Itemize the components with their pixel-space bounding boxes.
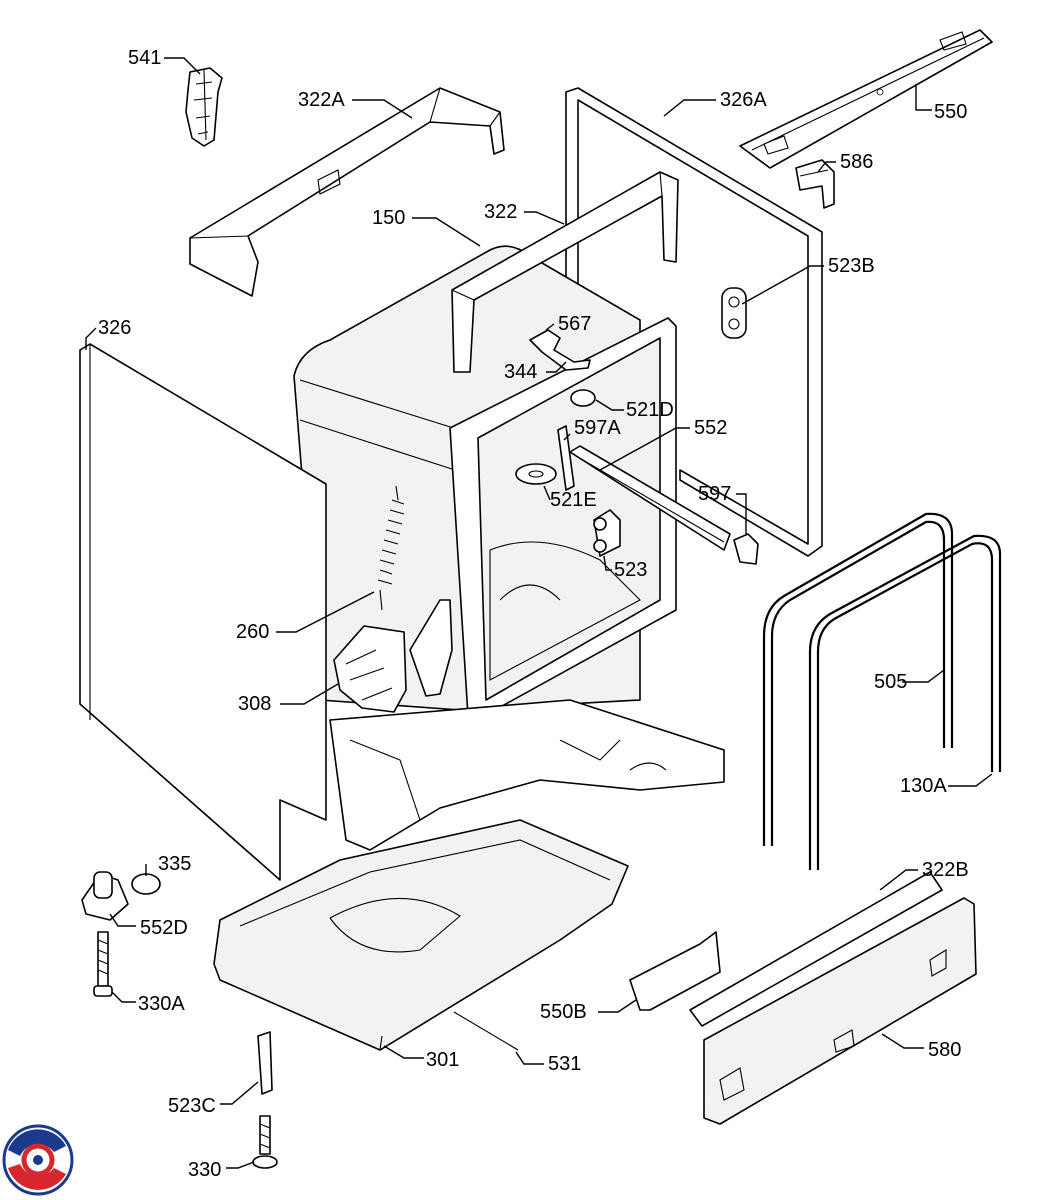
part-523b <box>721 287 747 339</box>
part-523c <box>257 1031 273 1095</box>
label-531: 531 <box>548 1053 581 1075</box>
part-531 <box>453 1011 519 1051</box>
part-521d <box>570 389 596 407</box>
tub-front-frame <box>449 317 677 717</box>
part-523 <box>593 509 621 557</box>
label-523b: 523B <box>828 255 875 277</box>
label-130a: 130A <box>900 775 947 797</box>
part-326 <box>79 343 327 881</box>
label-330: 330 <box>188 1159 221 1181</box>
label-550b: 550B <box>540 1001 587 1023</box>
label-541: 541 <box>128 47 161 69</box>
part-521e <box>515 463 557 485</box>
label-335: 335 <box>158 853 191 875</box>
label-150: 150 <box>372 207 405 229</box>
label-322b: 322B <box>922 859 969 881</box>
part-330a <box>93 931 113 997</box>
label-523c: 523C <box>168 1095 216 1117</box>
label-550: 550 <box>934 101 967 123</box>
part-130a <box>808 534 1002 870</box>
part-552d <box>81 871 129 921</box>
base-frame <box>329 699 725 851</box>
part-322a <box>189 87 505 297</box>
label-326a: 326A <box>720 89 767 111</box>
label-308: 308 <box>238 693 271 715</box>
label-586: 586 <box>840 151 873 173</box>
part-550 <box>739 29 993 169</box>
label-330a: 330A <box>138 993 185 1015</box>
label-580: 580 <box>928 1039 961 1061</box>
label-552d: 552D <box>140 917 188 939</box>
part-580 <box>703 897 977 1125</box>
part-labels: 541 322A 326A 550 586 150 322 523B 326 5… <box>98 47 969 1181</box>
label-322a: 322A <box>298 89 345 111</box>
part-586 <box>795 159 835 209</box>
part-260 <box>377 485 405 611</box>
part-550b <box>629 931 721 1011</box>
part-597 <box>733 533 759 565</box>
label-260: 260 <box>236 621 269 643</box>
part-505 <box>762 512 954 846</box>
label-521e: 521E <box>550 489 597 511</box>
label-567: 567 <box>558 313 591 335</box>
label-597: 597 <box>698 483 731 505</box>
part-335 <box>131 873 161 895</box>
label-552: 552 <box>694 417 727 439</box>
part-541 <box>185 67 223 147</box>
label-521d: 521D <box>626 399 674 421</box>
part-322 <box>451 171 679 373</box>
part-322b <box>689 871 943 1027</box>
label-505: 505 <box>874 671 907 693</box>
leader-lines <box>85 57 993 1169</box>
label-597a: 597A <box>574 417 621 439</box>
label-326: 326 <box>98 317 131 339</box>
part-308 <box>333 599 453 713</box>
part-597a <box>557 425 575 491</box>
label-344: 344 <box>504 361 537 383</box>
part-567-344 <box>529 329 591 371</box>
label-301: 301 <box>426 1049 459 1071</box>
label-322: 322 <box>484 201 517 223</box>
part-330 <box>252 1115 278 1169</box>
part-301 <box>213 819 629 1051</box>
brand-logo-icon <box>2 1124 74 1196</box>
label-523: 523 <box>614 559 647 581</box>
